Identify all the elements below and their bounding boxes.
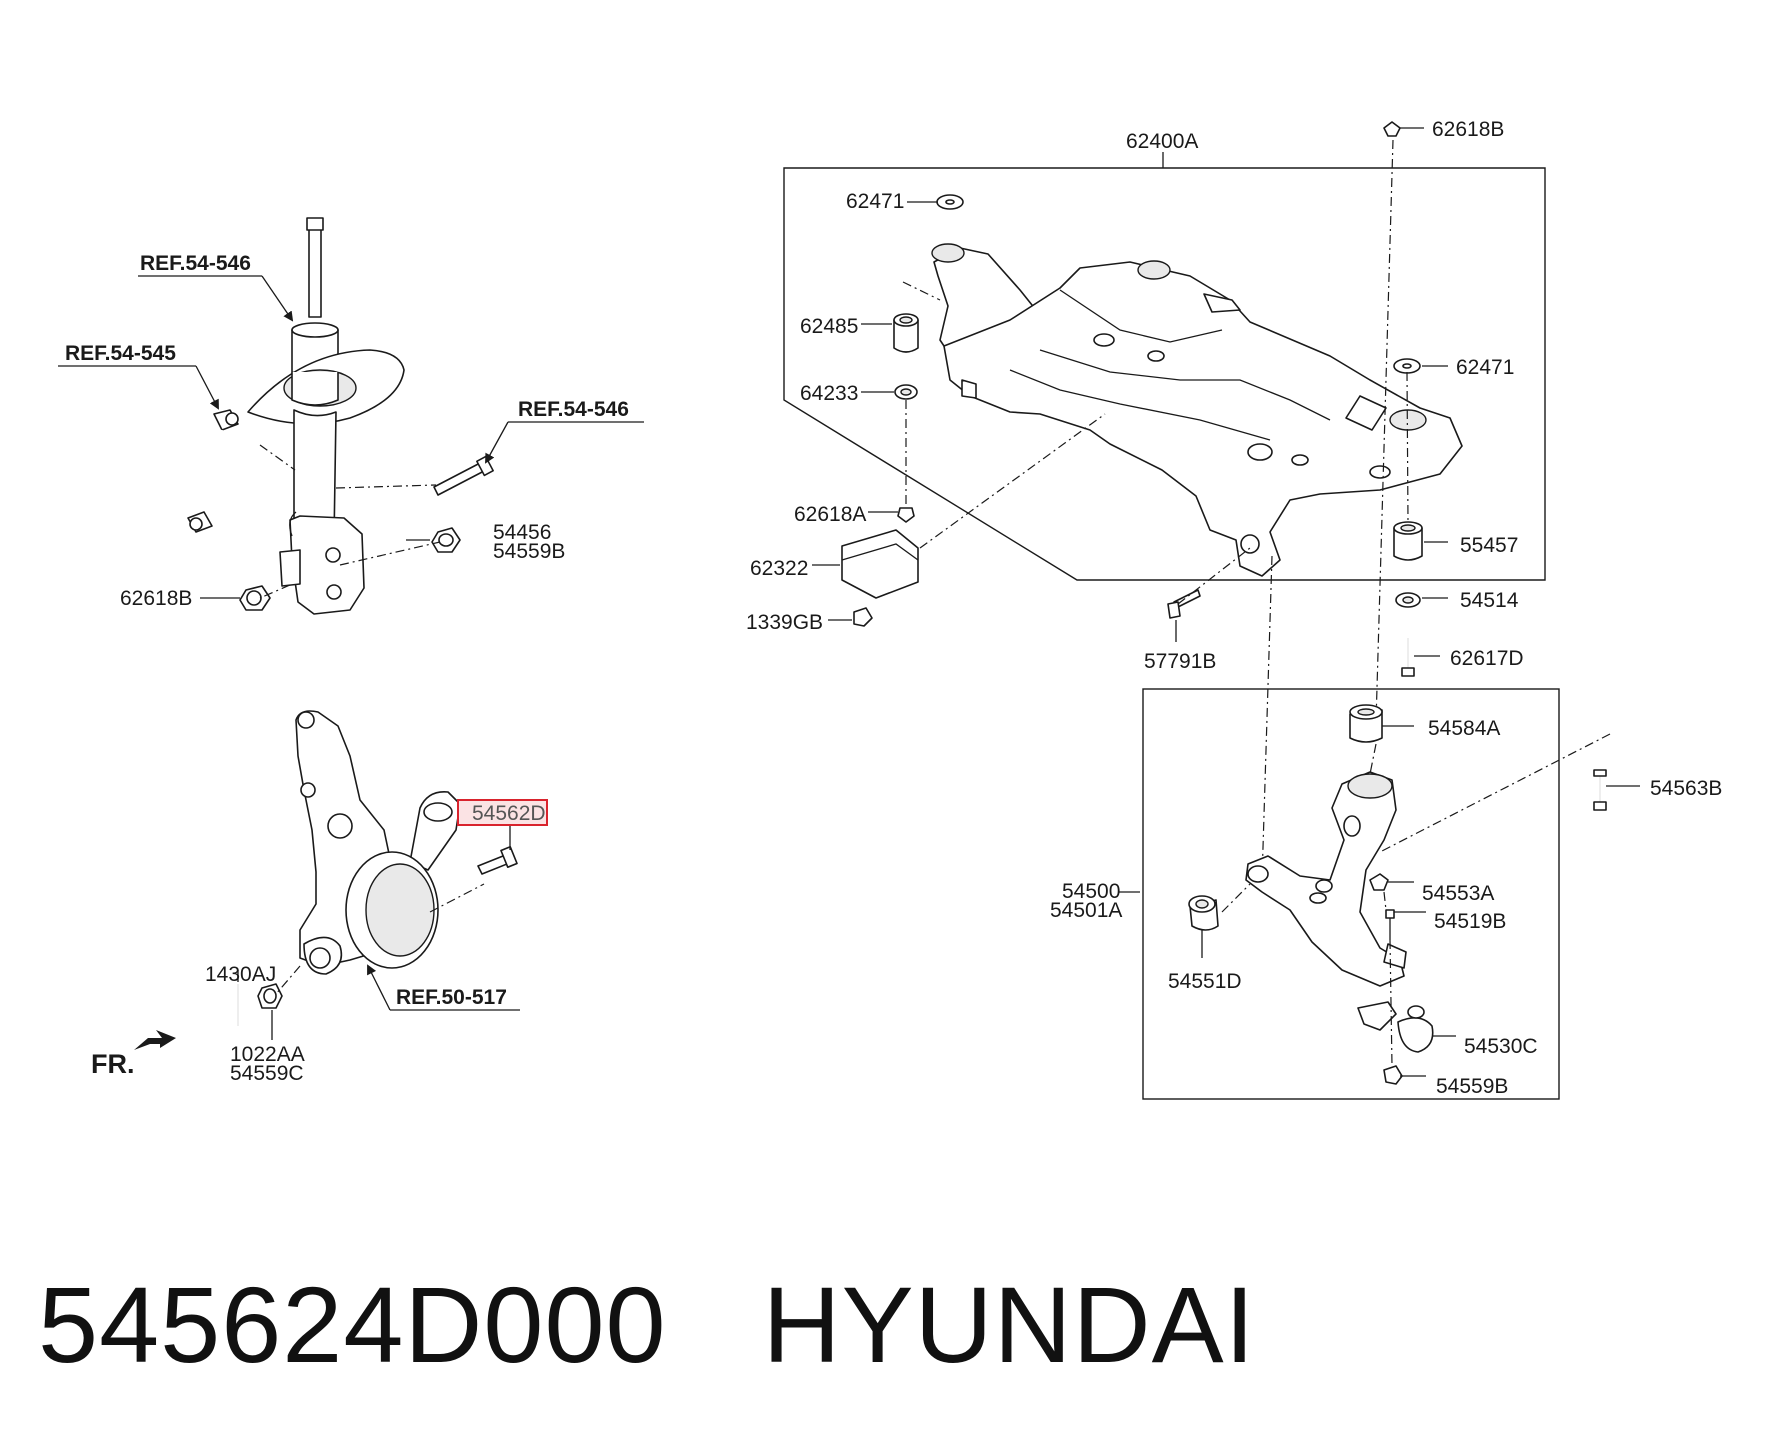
knuckle-hardware — [237, 845, 518, 1026]
label-62617D: 62617D — [1450, 647, 1524, 670]
stabilizer-link — [187, 409, 239, 533]
label-1430AJ: 1430AJ — [205, 963, 276, 986]
label-62400A: 62400A — [1126, 130, 1198, 153]
front-arrow-icon — [134, 1030, 176, 1050]
label-64233: 64233 — [800, 382, 858, 405]
label-54551D: 54551D — [1168, 970, 1242, 993]
ref-knuckle: REF.50-517 — [396, 986, 507, 1009]
ref-strut-top: REF.54-546 — [140, 252, 251, 275]
label-54500: 54500 — [1062, 880, 1120, 903]
label-54519B: 54519B — [1434, 910, 1506, 933]
label-62618B-strut: 62618B — [120, 587, 192, 610]
label-54553A: 54553A — [1422, 882, 1494, 905]
label-54456: 54456 — [493, 521, 551, 544]
strut-assembly — [247, 217, 405, 615]
label-1022AA: 1022AA — [230, 1043, 305, 1066]
label-62618B-top: 62618B — [1432, 118, 1504, 141]
subframe-group-box — [783, 167, 1546, 581]
label-62618A: 62618A — [794, 503, 866, 526]
part-caption: 545624D000 HYUNDAI — [38, 1262, 1256, 1387]
ref-strut-bolt: REF.54-546 — [518, 398, 629, 421]
label-55457: 55457 — [1460, 534, 1518, 557]
label-54514: 54514 — [1460, 589, 1519, 612]
label-54559B-bottom: 54559B — [1436, 1075, 1508, 1098]
label-54530C: 54530C — [1464, 1035, 1538, 1058]
crossmember-subframe — [931, 243, 1463, 577]
highlighted-part-box[interactable] — [457, 799, 548, 826]
label-54584A: 54584A — [1428, 717, 1500, 740]
label-62471-left: 62471 — [846, 190, 904, 213]
brand-name: HYUNDAI — [762, 1264, 1256, 1385]
label-57791B: 57791B — [1144, 650, 1216, 673]
strut-hardware — [239, 455, 494, 611]
label-54559B-strut: 54559B — [493, 540, 565, 563]
lower-arm-group-box — [1142, 688, 1560, 1100]
label-62471-right: 62471 — [1456, 356, 1514, 379]
ref-stabilizer-link: REF.54-545 — [65, 342, 176, 365]
label-1339GB: 1339GB — [746, 611, 823, 634]
label-54501A: 54501A — [1050, 899, 1122, 922]
lower-control-arm — [1245, 771, 1407, 987]
label-54562D-highlighted[interactable]: 54562D — [472, 802, 546, 825]
label-62485: 62485 — [800, 315, 858, 338]
callout-labels: REF.54-546 REF.54-545 REF.54-546 REF.50-… — [65, 118, 1722, 1098]
lower-arm-hardware — [1188, 704, 1607, 1085]
label-54559C: 54559C — [230, 1062, 304, 1085]
part-number: 545624D000 — [38, 1264, 667, 1385]
steering-knuckle — [295, 710, 461, 975]
label-62322: 62322 — [750, 557, 808, 580]
label-54563B: 54563B — [1650, 777, 1722, 800]
front-indicator: FR. — [91, 1049, 135, 1079]
